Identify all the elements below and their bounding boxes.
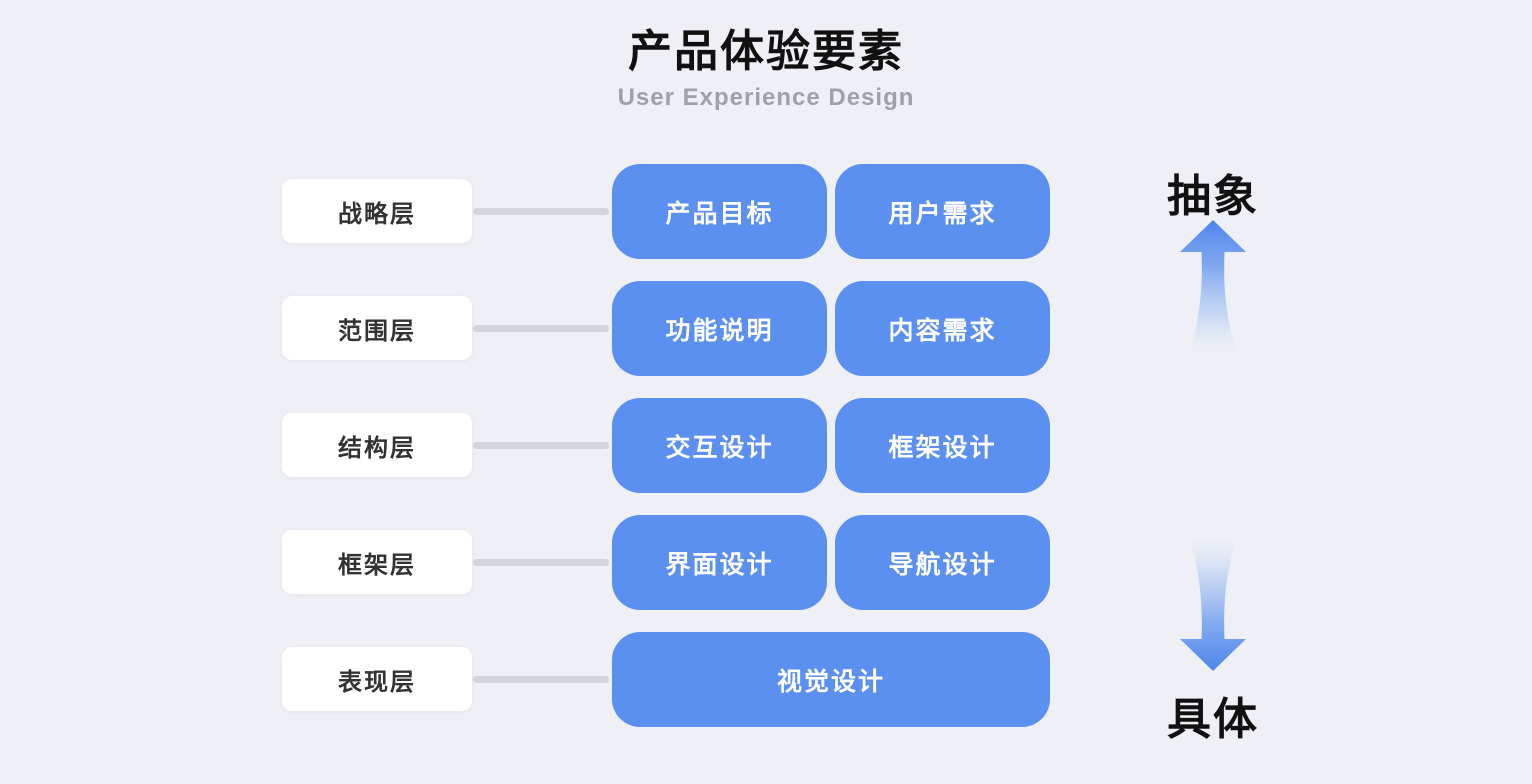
axis-label-concrete: 具体 [1167,695,1259,744]
element-card: 用户需求 [835,164,1050,259]
arrow-down-icon [1180,535,1246,671]
layer-row: 范围层 功能说明内容需求 [0,281,1532,376]
element-card: 功能说明 [612,281,827,376]
element-card: 框架设计 [835,398,1050,493]
layer-row: 战略层 产品目标用户需求 [0,164,1532,259]
layer-label: 范围层 [338,317,416,345]
page-title: 产品体验要素 [628,27,904,76]
element-cards: 交互设计框架设计 [612,398,1050,493]
element-card: 导航设计 [835,515,1050,610]
connector-line [473,208,609,215]
axis-label-abstract: 抽象 [1167,172,1259,221]
layer-label: 框架层 [338,551,416,579]
element-cards: 功能说明内容需求 [612,281,1050,376]
connector-line [473,676,609,683]
connector-line [473,559,609,566]
layer-row: 结构层 交互设计框架设计 [0,398,1532,493]
connector-line [473,442,609,449]
element-card: 内容需求 [835,281,1050,376]
layer-label: 结构层 [338,434,416,462]
layer-label-box: 表现层 [282,647,472,711]
layer-row: 表现层 视觉设计 [0,632,1532,727]
layer-label-box: 范围层 [282,296,472,360]
layer-label-box: 框架层 [282,530,472,594]
layer-label: 战略层 [338,200,416,228]
element-cards: 界面设计导航设计 [612,515,1050,610]
element-card: 界面设计 [612,515,827,610]
arrow-up-icon [1180,220,1246,356]
element-cards: 产品目标用户需求 [612,164,1050,259]
element-card: 产品目标 [612,164,827,259]
layer-label-box: 战略层 [282,179,472,243]
page-subtitle: User Experience Design [617,84,915,112]
element-card: 交互设计 [612,398,827,493]
layer-label-box: 结构层 [282,413,472,477]
connector-line [473,325,609,332]
diagram-header: 产品体验要素 User Experience Design [0,27,1532,112]
layer-label: 表现层 [338,668,416,696]
element-card: 视觉设计 [612,632,1050,727]
layer-row: 框架层 界面设计导航设计 [0,515,1532,610]
element-cards: 视觉设计 [612,632,1050,727]
